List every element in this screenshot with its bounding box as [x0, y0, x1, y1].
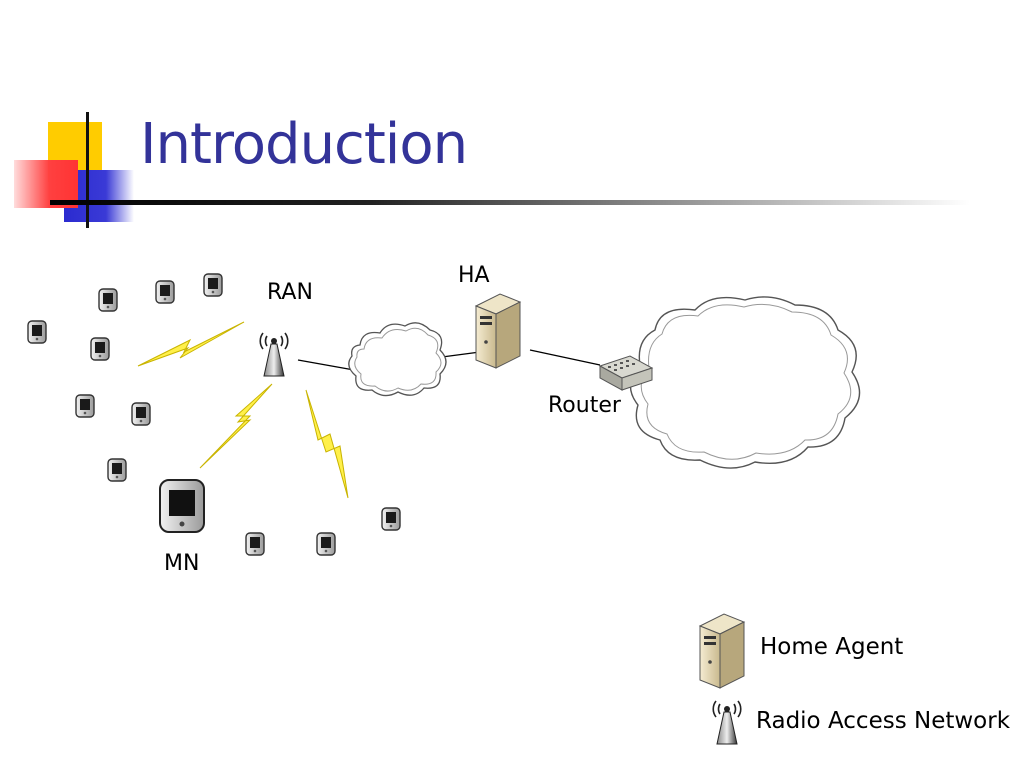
mobile-device-icon	[75, 394, 95, 418]
small-cloud	[348, 322, 447, 397]
ran-label: RAN	[267, 280, 313, 305]
mobile-device-icon	[107, 458, 127, 482]
deco-vertical-line	[86, 112, 89, 228]
legend-ran-label: Radio Access Network	[756, 708, 1011, 734]
mobile-device-icon	[245, 532, 265, 556]
link-ha-router	[529, 349, 601, 366]
link-ran-cloud	[297, 359, 355, 371]
mobile-device-icon	[381, 507, 401, 531]
antenna-icon	[259, 332, 289, 377]
legend-antenna-icon	[712, 700, 742, 745]
mobile-node-icon	[159, 479, 205, 533]
router-label: Router	[548, 393, 621, 418]
mobile-device-icon	[316, 532, 336, 556]
router-icon	[598, 355, 654, 391]
mobile-device-icon	[155, 280, 175, 304]
legend-server-icon	[699, 613, 745, 689]
page-title: Introduction	[140, 112, 468, 177]
mobile-device-icon	[98, 288, 118, 312]
internet-cloud	[629, 296, 861, 469]
ha-label: HA	[458, 263, 490, 288]
mobile-device-icon	[90, 337, 110, 361]
legend-home-agent-label: Home Agent	[760, 634, 904, 660]
title-decoration	[14, 112, 144, 228]
title-underline	[50, 200, 970, 205]
lightning-bolt-2	[199, 383, 273, 469]
server-icon	[475, 293, 521, 369]
mobile-device-icon	[131, 402, 151, 426]
mobile-device-icon	[27, 320, 47, 344]
mobile-device-icon	[203, 273, 223, 297]
lightning-bolt-1	[137, 321, 245, 367]
link-cloud-ha	[441, 351, 481, 358]
mn-label: MN	[164, 551, 200, 576]
lightning-bolt-3	[305, 389, 349, 499]
